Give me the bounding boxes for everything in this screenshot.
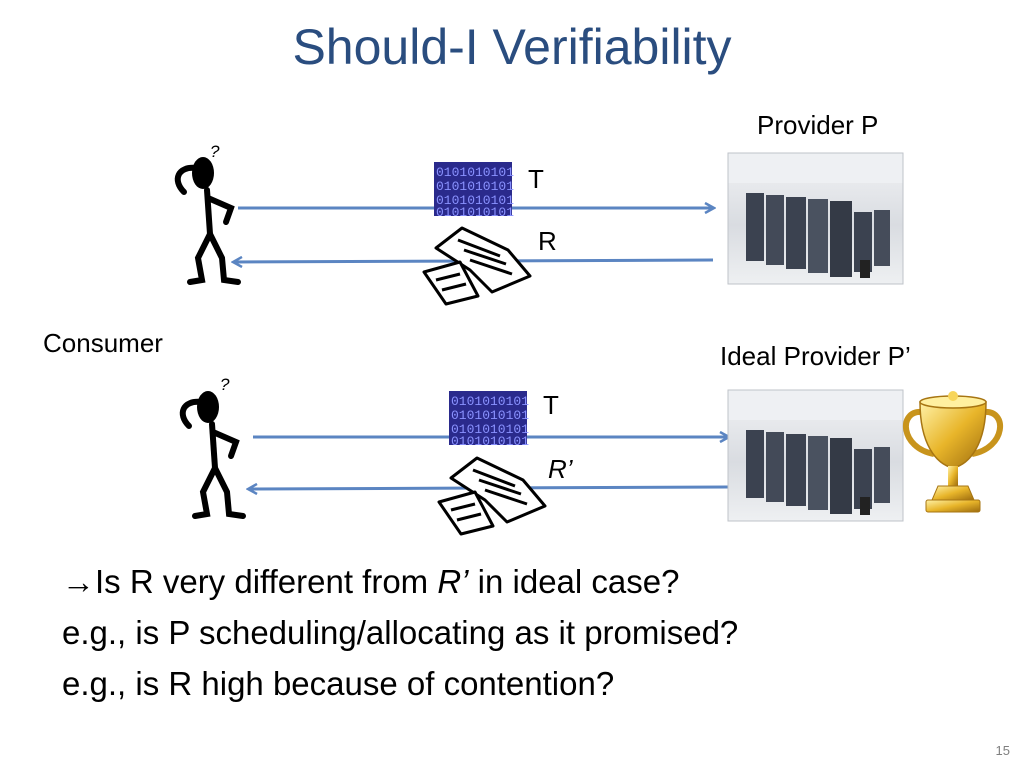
binary-data-icon-bottom: 0101010101 0101010101 0101010101 0101010… — [449, 391, 529, 449]
response-label-top: R — [538, 226, 557, 256]
svg-text:0101010101: 0101010101 — [451, 434, 529, 449]
trophy-icon — [903, 391, 1003, 513]
arrow-icon: → — [62, 563, 95, 600]
provider-label: Provider P — [757, 110, 879, 140]
consumer-label: Consumer — [43, 328, 163, 358]
svg-text:0101010101: 0101010101 — [436, 165, 514, 180]
request-label-top: T — [528, 164, 544, 194]
binary-data-icon-top: 0101010101 0101010101 0101010101 0101010… — [434, 162, 514, 220]
datacenter-image-bottom — [727, 389, 904, 522]
svg-text:0101010101: 0101010101 — [451, 408, 529, 423]
consumer-figure-bottom — [179, 391, 246, 519]
bullet-list: →Is R very different from R’ in ideal ca… — [62, 556, 738, 709]
receipt-icon-top — [422, 226, 532, 306]
svg-text:0101010101: 0101010101 — [436, 205, 514, 220]
consumer-figure-top — [174, 157, 241, 285]
svg-text:0101010101: 0101010101 — [436, 193, 514, 208]
svg-text:0101010101: 0101010101 — [436, 179, 514, 194]
bullet-item-2: e.g., is P scheduling/allocating as it p… — [62, 614, 739, 651]
bullet-item-3: e.g., is R high because of contention? — [62, 665, 615, 702]
question-mark-bottom: ? — [220, 375, 230, 394]
slide-title: Should-I Verifiability — [292, 19, 732, 75]
ideal-provider-label: Ideal Provider P’ — [720, 341, 911, 371]
bullet-item-1: →Is R very different from R’ in ideal ca… — [62, 563, 680, 600]
svg-text:0101010101: 0101010101 — [451, 422, 529, 437]
request-label-bottom: T — [543, 390, 559, 420]
svg-text:0101010101: 0101010101 — [451, 394, 529, 409]
datacenter-image-top — [727, 152, 904, 285]
page-number: 15 — [995, 743, 1010, 758]
receipt-icon-bottom — [437, 456, 547, 536]
question-mark-top: ? — [210, 142, 220, 161]
response-label-bottom: R’ — [548, 454, 573, 484]
